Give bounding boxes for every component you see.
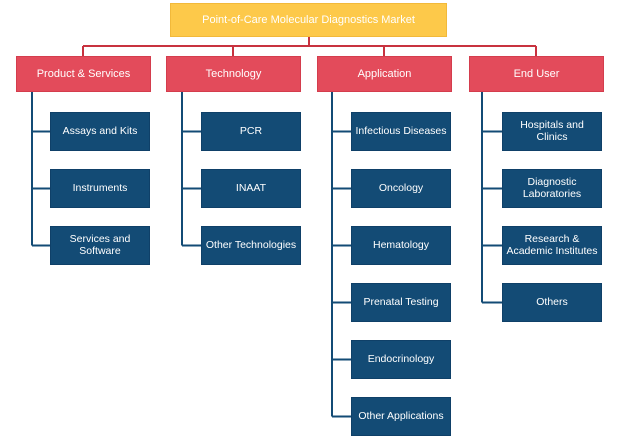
leaf-assays-and-kits: Assays and Kits (50, 112, 150, 151)
category-product-services: Product & Services (16, 56, 151, 92)
leaf-endocrinology: Endocrinology (351, 340, 451, 379)
leaf-pcr: PCR (201, 112, 301, 151)
leaf-research-academic-institutes: Research &Academic Institutes (502, 226, 602, 265)
diagram-root-title: Point-of-Care Molecular Diagnostics Mark… (170, 3, 447, 37)
leaf-instruments: Instruments (50, 169, 150, 208)
leaf-other-applications: Other Applications (351, 397, 451, 436)
leaf-inaat: INAAT (201, 169, 301, 208)
leaf-hematology: Hematology (351, 226, 451, 265)
leaf-hospitals-and-clinics: Hospitals and Clinics (502, 112, 602, 151)
leaf-infectious-diseases: Infectious Diseases (351, 112, 451, 151)
leaf-other-technologies: Other Technologies (201, 226, 301, 265)
leaf-others: Others (502, 283, 602, 322)
leaf-prenatal-testing: Prenatal Testing (351, 283, 451, 322)
leaf-oncology: Oncology (351, 169, 451, 208)
category-end-user: End User (469, 56, 604, 92)
category-application: Application (317, 56, 452, 92)
category-technology: Technology (166, 56, 301, 92)
